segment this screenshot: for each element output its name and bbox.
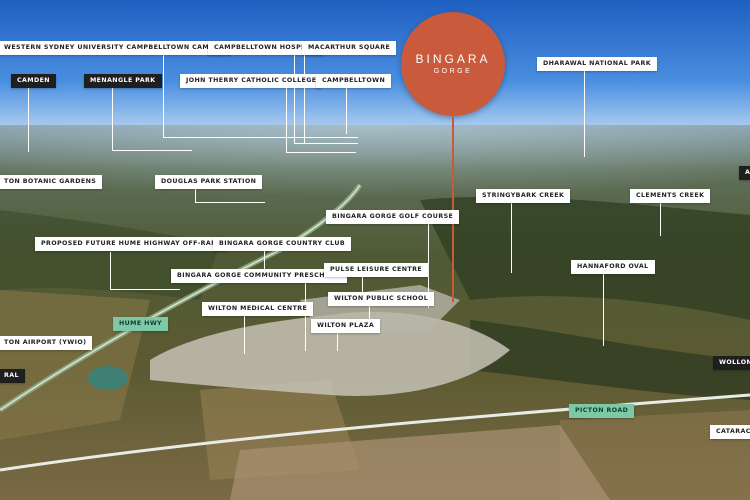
leader-line	[584, 71, 585, 157]
label-campbelltown-hospital: CAMPBELLTOWN HOSPITAL	[208, 41, 324, 56]
label-pulse-leisure-centre: PULSE LEISURE CENTRE	[324, 263, 429, 278]
brand-marker-line	[452, 116, 454, 302]
bingara-gorge-logo: BINGARA GORGE	[401, 12, 505, 116]
label-western-sydney-university: WESTERN SYDNEY UNIVERSITY CAMPBELLTOWN C…	[0, 41, 231, 56]
label-hannaford-oval: HANNAFORD OVAL	[571, 260, 655, 275]
leader-line	[244, 316, 245, 354]
label-camden: CAMDEN	[11, 74, 56, 89]
leader-line	[294, 53, 295, 143]
leader-line	[511, 203, 512, 273]
leader-line	[362, 277, 363, 306]
leader-line	[337, 333, 338, 351]
label-clements-creek: CLEMENTS CREEK	[630, 189, 711, 204]
leader-line	[110, 252, 111, 290]
label-bingara-gorge-country-club: BINGARA GORGE COUNTRY CLUB	[213, 237, 352, 252]
leader-line	[110, 289, 180, 290]
leader-line	[603, 274, 604, 346]
brand-subtitle: GORGE	[433, 68, 473, 75]
leader-line	[369, 305, 370, 320]
leader-line	[305, 283, 306, 351]
leader-line	[163, 53, 164, 137]
label-picton-road: PICTON ROAD	[569, 404, 635, 419]
label-wilton-plaza: WILTON PLAZA	[311, 319, 381, 334]
label-community-preschool: BINGARA GORGE COMMUNITY PRESCHOOL	[171, 269, 347, 284]
label-douglas-park-station: DOUGLAS PARK STATION	[155, 175, 263, 190]
leader-line	[195, 202, 265, 203]
leader-line	[294, 143, 358, 144]
leader-line	[264, 251, 265, 275]
leader-line	[195, 189, 196, 202]
leader-line	[112, 88, 113, 150]
label-wilton-medical-centre: WILTON MEDICAL CENTRE	[202, 302, 314, 317]
label-proposed-hume-offramp: PROPOSED FUTURE HUME HIGHWAY OFF-RAMP	[35, 237, 229, 252]
label-macarthur-square: MACARTHUR SQUARE	[302, 41, 397, 56]
label-bingara-gorge-golf-course: BINGARA GORGE GOLF COURSE	[326, 210, 460, 225]
leader-line	[112, 150, 192, 151]
label-cataract: CATARACT F	[710, 425, 750, 440]
leader-line	[286, 88, 287, 152]
leader-line	[346, 88, 347, 134]
label-wilton-public-school: WILTON PUBLIC SCHOOL	[328, 292, 435, 307]
label-hume-hwy: HUME HWY	[113, 317, 169, 332]
label-edge-a: A	[739, 166, 750, 181]
leader-line	[660, 203, 661, 236]
leader-line	[28, 88, 29, 152]
label-wilton-airport: TON AIRPORT (YWIO)	[0, 336, 93, 351]
label-edge-ral: RAL	[0, 369, 25, 384]
brand-name: BINGARA	[415, 52, 491, 66]
leader-line	[304, 53, 305, 143]
label-wollongong: WOLLONG	[713, 356, 750, 371]
leader-line	[163, 137, 358, 138]
label-campbelltown: CAMPBELLTOWN	[316, 74, 392, 89]
leader-line	[286, 152, 356, 153]
leader-line	[428, 224, 429, 308]
label-menangle-park: MENANGLE PARK	[84, 74, 162, 89]
label-john-therry-college: JOHN THERRY CATHOLIC COLLEGE	[180, 74, 323, 89]
label-dharawal-national-park: DHARAWAL NATIONAL PARK	[537, 57, 657, 72]
label-stringybark-creek: STRINGYBARK CREEK	[476, 189, 571, 204]
label-botanic-gardens: TON BOTANIC GARDENS	[0, 175, 103, 190]
